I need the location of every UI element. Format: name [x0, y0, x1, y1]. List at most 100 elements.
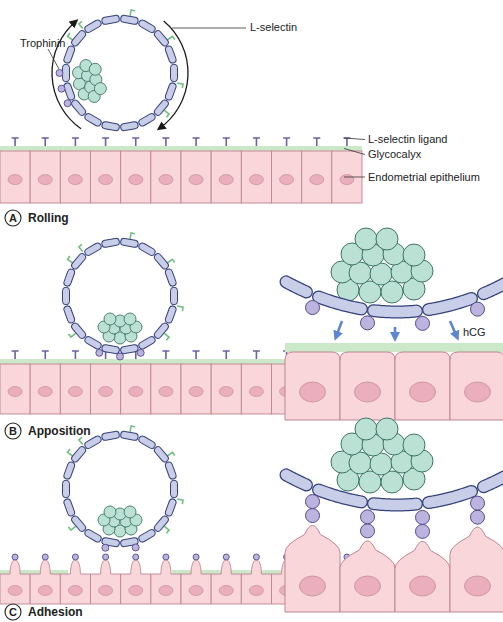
trophoblast-cell [84, 335, 103, 350]
l-selectin-ligand [42, 138, 49, 146]
trophoblast-cell [286, 475, 307, 485]
cell-nucleus [68, 175, 82, 185]
ligand-molecule [163, 554, 169, 560]
panel-circle [5, 423, 21, 439]
hcg-arrow [450, 321, 457, 337]
epithelial-cell [60, 151, 90, 203]
panel-letter: CAdhesion [4, 603, 22, 621]
cell-nucleus [219, 387, 233, 397]
trophoblast-cell [374, 311, 417, 312]
cell-nucleus [38, 387, 52, 397]
cell-nucleus [68, 387, 82, 397]
epithelial-cell [302, 151, 332, 203]
cell-nucleus [249, 586, 263, 596]
ligand-molecule [72, 554, 78, 560]
trophoblast-outline [374, 504, 417, 505]
l-selectin-mark [130, 10, 135, 16]
epithelial-cell [91, 560, 121, 604]
l-selectin-mark [164, 333, 169, 340]
ligand-molecule [193, 554, 199, 560]
epithelial-cell [211, 560, 241, 604]
trophoblast-cell [153, 252, 170, 270]
cell-nucleus [249, 175, 263, 185]
trophoblast-cell [319, 490, 362, 502]
inner-cell-mass [403, 244, 425, 266]
annotation-label: L-selectin ligand [368, 133, 448, 146]
l-selectin-mark [68, 33, 73, 40]
annotation-label: L-selectin [250, 21, 297, 34]
trophoblast-outline [429, 298, 472, 309]
cell-nucleus [300, 382, 326, 402]
trophinin-molecule [96, 349, 103, 356]
epithelial-cell [450, 527, 503, 612]
trophoblast-cell [429, 491, 472, 502]
trophoblast-cell [120, 15, 139, 25]
epithelial-cell [450, 352, 503, 420]
cell-nucleus [310, 175, 324, 185]
trophoblast-cell [429, 298, 472, 309]
trophinin-molecule [471, 302, 485, 316]
trophoblast-cell [286, 282, 307, 292]
trophoblast-cell [70, 515, 87, 533]
trophoblast-cell [171, 64, 178, 82]
adhesion-detail [285, 418, 503, 612]
cell-nucleus [465, 382, 491, 402]
trophoblast-outline [484, 282, 503, 294]
trophoblast-cell [484, 475, 503, 487]
trophoblast-cell [164, 82, 177, 101]
epithelial-cell [395, 352, 450, 420]
l-selectin-ligand [193, 351, 200, 359]
trophoblast-cell [138, 19, 157, 34]
trophinin-molecule [117, 353, 124, 360]
l-selectin-mark [164, 110, 169, 117]
trophoblast-cell [164, 461, 177, 480]
l-selectin-ligand [313, 138, 320, 146]
trophoblast-cell [101, 121, 120, 131]
trophoblast-outline [319, 490, 362, 502]
epithelial-cell [121, 364, 151, 414]
trophinin-molecule [132, 544, 139, 551]
panel-circle [5, 604, 21, 620]
l-selectin-ligand [162, 351, 169, 359]
trophoblast-outline [286, 282, 307, 292]
panel-title: Adhesion [28, 604, 83, 620]
cell-nucleus [410, 576, 436, 596]
epithelial-cell [91, 151, 121, 203]
l-selectin-mark [79, 21, 83, 28]
epithelial-cell [151, 151, 181, 203]
inner-cell-mass [355, 418, 377, 440]
epithelial-cell [340, 541, 395, 612]
epithelial-cell [30, 560, 60, 604]
trophinin-molecule [416, 510, 430, 524]
cell-nucleus [99, 175, 113, 185]
l-selectin-mark [177, 306, 183, 311]
epithelial-cell [211, 151, 241, 203]
ligand-molecule [223, 554, 229, 560]
trophoblast-cell [70, 99, 87, 117]
ligand-molecule [471, 510, 485, 524]
panel-rolling [0, 10, 365, 203]
glycocalyx-band [285, 343, 503, 352]
annotation-label: hCG [463, 326, 486, 339]
trophoblast-outline [286, 475, 307, 485]
cell-nucleus [99, 586, 113, 596]
trophoblast-cell [138, 528, 157, 543]
inner-cell-mass [124, 506, 136, 518]
inner-cell-mass [376, 228, 398, 250]
inner-cell-mass [94, 83, 106, 95]
l-selectin-mark [68, 333, 75, 337]
panel-title: Apposition [28, 423, 91, 439]
l-selectin-mark [79, 244, 83, 251]
trophoblast-cell [70, 322, 87, 340]
trophoblast-cell [63, 480, 70, 498]
trophoblast-outline [374, 311, 417, 312]
epithelial-cell [0, 560, 30, 604]
l-selectin-mark [79, 437, 83, 444]
trophoblast-cell [374, 504, 417, 505]
panel-circle [5, 210, 21, 226]
trophoblast-cell [164, 268, 177, 287]
l-selectin-mark [168, 36, 175, 39]
trophinin-molecule [416, 316, 430, 330]
l-selectin-mark [130, 426, 135, 432]
